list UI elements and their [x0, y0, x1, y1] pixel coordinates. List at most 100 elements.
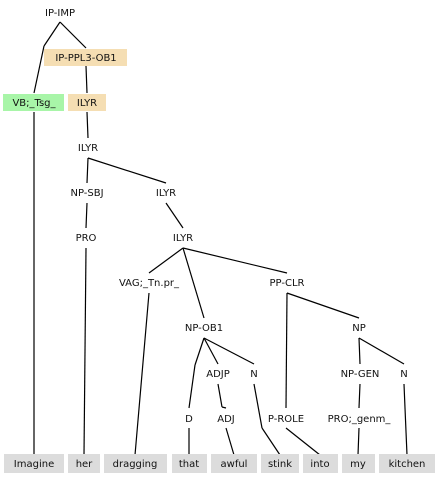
- tree-edge: [285, 292, 288, 409]
- node-label: P-ROLE: [268, 414, 304, 425]
- token-awful: awful: [211, 454, 257, 473]
- node-np-sbj: NP-SBJ: [70, 188, 103, 199]
- token-text: that: [179, 459, 199, 470]
- tree-edge: [358, 337, 405, 365]
- node-n-2: N: [400, 369, 407, 380]
- tree-edge: [83, 247, 87, 456]
- node-label: NP-SBJ: [70, 188, 103, 199]
- tree-edge: [253, 383, 263, 429]
- node-label: VAG;_Tn.pr_: [119, 278, 180, 289]
- node-d: D: [185, 414, 193, 425]
- node-np-gen: NP-GEN: [341, 369, 380, 380]
- token-text: stink: [268, 459, 292, 470]
- token-into: into: [303, 454, 338, 473]
- node-np-ob1: NP-OB1: [185, 323, 223, 334]
- node-label: ILYR: [173, 233, 193, 244]
- node-label: N: [250, 369, 257, 380]
- node-pp-clr: PP-CLR: [270, 278, 305, 289]
- tree-edge: [403, 383, 406, 409]
- token-dragging: dragging: [104, 454, 167, 473]
- token-stink: stink: [261, 454, 299, 473]
- tree-edge: [86, 157, 89, 184]
- tree-edge: [285, 427, 321, 456]
- node-pro: PRO: [76, 233, 97, 244]
- tree-edge: [194, 337, 205, 366]
- token-box: [211, 454, 257, 473]
- node-ilyr-2: ILYR: [78, 143, 98, 154]
- node-label: VB;_Tsg_: [12, 98, 56, 109]
- token-text: her: [76, 459, 93, 470]
- tree-edge: [217, 383, 223, 408]
- node-vag: VAG;_Tn.pr_: [119, 278, 180, 289]
- node-p-role: P-ROLE: [268, 414, 304, 425]
- node-label: ILYR: [156, 188, 176, 199]
- token-text: Imagine: [14, 459, 54, 470]
- node-n-1: N: [250, 369, 257, 380]
- token-text: into: [310, 459, 329, 470]
- token-box: [261, 454, 299, 473]
- tree-edge: [404, 407, 408, 456]
- node-np: NP: [352, 323, 366, 334]
- node-highlight: [3, 94, 64, 111]
- node-label: N: [400, 369, 407, 380]
- tree-edge: [188, 364, 196, 409]
- tree-edge: [261, 427, 281, 456]
- tree-edge: [85, 65, 88, 94]
- tree-edge: [182, 247, 205, 319]
- token-my: my: [342, 454, 375, 473]
- node-pro-genm: PRO;_genm_: [328, 414, 392, 425]
- tree-edge: [134, 292, 150, 456]
- tree-edge: [286, 292, 360, 319]
- token-text: kitchen: [389, 459, 426, 470]
- node-label: NP-OB1: [185, 323, 223, 334]
- node-ip-ppl3-ob1: IP-PPL3-OB1: [44, 49, 127, 66]
- tree-edge: [358, 337, 361, 365]
- tree-edge: [203, 337, 219, 365]
- token-her: her: [68, 454, 100, 473]
- tree-edge: [182, 247, 288, 274]
- node-highlight: [44, 49, 127, 66]
- tree-edge: [225, 427, 235, 456]
- node-label: ADJ: [217, 414, 235, 425]
- tree-edge: [203, 337, 255, 365]
- node-vb-tsg: VB;_Tsg_: [3, 94, 64, 111]
- node-ilyr-3: ILYR: [156, 188, 176, 199]
- tree-edge: [86, 111, 89, 139]
- tree-edge: [358, 383, 361, 409]
- node-label: PRO: [76, 233, 97, 244]
- tree-edge: [87, 157, 167, 184]
- node-ilyr-4: ILYR: [173, 233, 193, 244]
- tree-edge: [33, 45, 45, 94]
- token-text: awful: [221, 459, 248, 470]
- node-ip-imp: IP-IMP: [45, 8, 75, 19]
- token-kitchen: kitchen: [379, 454, 435, 473]
- tree-edge: [59, 21, 87, 49]
- token-imagine: Imagine: [4, 454, 64, 473]
- node-label: ILYR: [77, 98, 97, 109]
- token-box: [104, 454, 167, 473]
- tree-edge: [357, 427, 360, 456]
- node-label: ILYR: [78, 143, 98, 154]
- node-label: NP-GEN: [341, 369, 380, 380]
- node-label: IP-IMP: [45, 8, 75, 19]
- token-box: [4, 454, 64, 473]
- node-highlight: [68, 94, 106, 111]
- node-adjp: ADJP: [206, 369, 230, 380]
- token-text: my: [350, 459, 366, 470]
- tree-edge: [43, 21, 61, 47]
- token-box: [68, 454, 100, 473]
- token-that: that: [172, 454, 207, 473]
- node-label: NP: [352, 323, 366, 334]
- tree-edge: [221, 406, 227, 409]
- node-label: PP-CLR: [270, 278, 305, 289]
- tree-edge: [148, 247, 184, 274]
- tree-edge: [165, 202, 184, 229]
- token-box: [342, 454, 375, 473]
- tree-edges: [33, 21, 408, 456]
- token-box: [172, 454, 207, 473]
- token-box: [379, 454, 435, 473]
- tree-edge: [85, 202, 88, 229]
- node-adj: ADJ: [217, 414, 235, 425]
